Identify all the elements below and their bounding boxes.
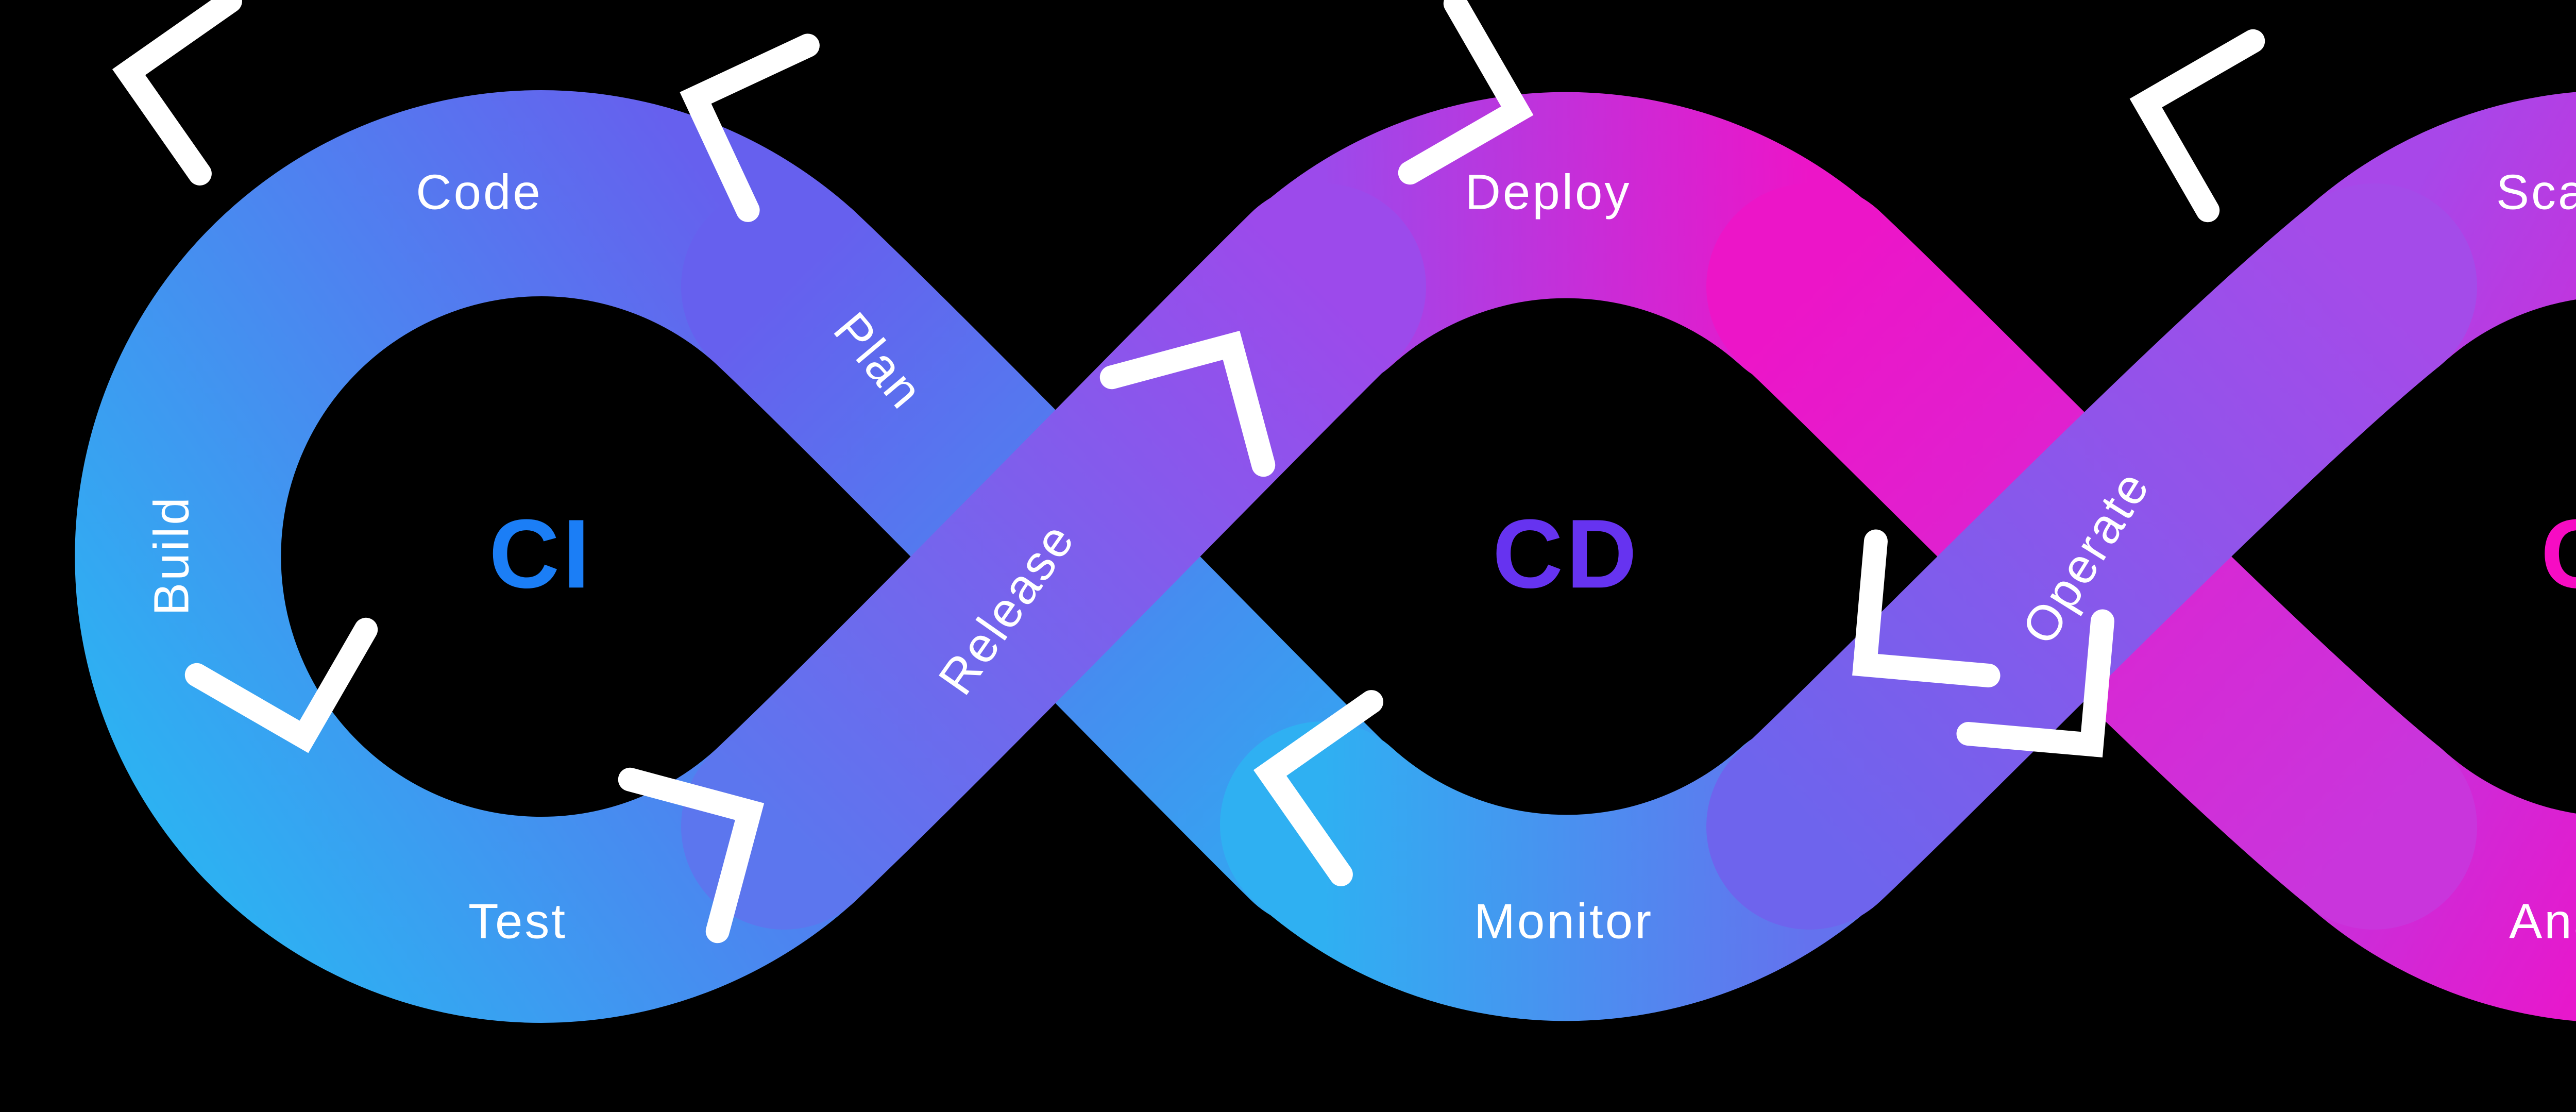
- operate-cross-ribbon: [1706, 183, 2477, 930]
- flow-arrow-icon: [1099, 330, 1276, 477]
- flow-arrow-icon: [184, 617, 378, 753]
- flow-arrow-icon: [1852, 529, 2001, 687]
- stage-label-analyze: Analyze: [2509, 894, 2576, 949]
- chevron-arrow-icon: [184, 617, 378, 753]
- ci-label: CI: [489, 499, 593, 609]
- ci-loop-ribbon: [75, 90, 887, 1023]
- stage-label-code: Code: [416, 164, 543, 220]
- chevron-arrow-icon: [1099, 330, 1276, 477]
- co-label: CO: [2541, 499, 2576, 609]
- stage-label-test: Test: [468, 894, 567, 949]
- release-cross-ribbon: [681, 183, 1426, 930]
- flow-arrow-icon: [1253, 690, 1383, 886]
- chevron-arrow-icon: [1956, 609, 2114, 757]
- cd-label: CD: [1493, 499, 1640, 609]
- stage-label-scale: Scale: [2496, 164, 2576, 220]
- chevron-arrow-icon: [1852, 529, 2001, 687]
- flow-arrow-icon: [2129, 29, 2265, 223]
- chevron-arrow-icon: [2129, 29, 2265, 223]
- flow-arrows: [112, 0, 2265, 943]
- flow-arrow-icon: [1956, 609, 2114, 757]
- flow-arrow-icon: [112, 0, 242, 186]
- chevron-arrow-icon: [618, 767, 765, 943]
- center-labels: CI CD CO: [489, 499, 2576, 609]
- chevron-arrow-icon: [680, 33, 820, 222]
- stage-label-build: Build: [144, 495, 199, 615]
- flow-arrow-icon: [618, 767, 765, 943]
- stage-label-deploy: Deploy: [1465, 164, 1632, 220]
- flow-arrow-icon: [1398, 0, 1534, 185]
- stage-label-monitor: Monitor: [1474, 894, 1653, 949]
- chevron-arrow-icon: [1398, 0, 1534, 185]
- ribbons: [75, 90, 2576, 1023]
- chevron-arrow-icon: [112, 0, 242, 186]
- chevron-arrow-icon: [1253, 690, 1383, 886]
- flow-arrow-icon: [680, 33, 820, 222]
